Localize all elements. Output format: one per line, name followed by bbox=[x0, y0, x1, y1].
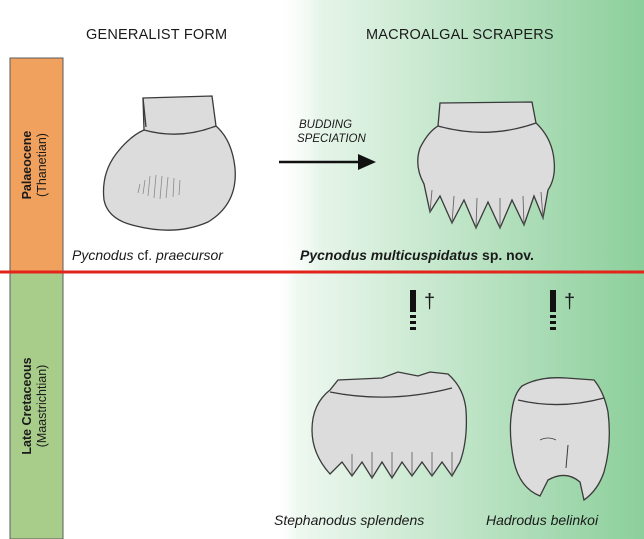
maastrichtian-stage: (Maastrichtian) bbox=[35, 306, 50, 506]
caption-hadrodus-belinkoi: Hadrodus belinkoi bbox=[486, 512, 598, 528]
cretaceous-epoch: Late Cretaceous bbox=[20, 306, 35, 506]
extinction-bar-hadrodus bbox=[550, 290, 556, 330]
extinction-bar-stephanodus bbox=[410, 290, 416, 330]
cretaceous-label: Late Cretaceous (Maastrichtian) bbox=[20, 306, 52, 506]
arrow-label-line1: BUDDING bbox=[297, 118, 366, 132]
praecursor-cf: cf. bbox=[133, 247, 156, 263]
multicuspidatus-suffix: sp. nov. bbox=[478, 247, 534, 263]
arrow-label-line2: SPECIATION bbox=[297, 132, 366, 146]
thanetian-stage: (Thanetian) bbox=[35, 75, 50, 255]
praecursor-epithet: praecursor bbox=[156, 247, 223, 263]
caption-pycnodus-multicuspidatus: Pycnodus multicuspidatus sp. nov. bbox=[300, 247, 534, 263]
extinction-dagger-stephanodus: † bbox=[424, 291, 435, 314]
generalist-form-header: GENERALIST FORM bbox=[86, 27, 227, 43]
extinction-dagger-hadrodus: † bbox=[564, 291, 575, 314]
tooth-stephanodus-splendens bbox=[312, 372, 466, 478]
budding-speciation-label: BUDDING SPECIATION bbox=[297, 118, 366, 146]
palaeocene-epoch: Palaeocene bbox=[20, 75, 35, 255]
tooth-pycnodus-praecursor bbox=[104, 96, 236, 230]
caption-pycnodus-praecursor: Pycnodus cf. praecursor bbox=[72, 247, 223, 263]
multicuspidatus-name: Pycnodus multicuspidatus bbox=[300, 247, 478, 263]
macroalgal-scrapers-header: MACROALGAL SCRAPERS bbox=[366, 27, 554, 43]
caption-stephanodus-splendens: Stephanodus splendens bbox=[274, 512, 424, 528]
palaeocene-label: Palaeocene (Thanetian) bbox=[20, 75, 52, 255]
praecursor-genus: Pycnodus bbox=[72, 247, 133, 263]
